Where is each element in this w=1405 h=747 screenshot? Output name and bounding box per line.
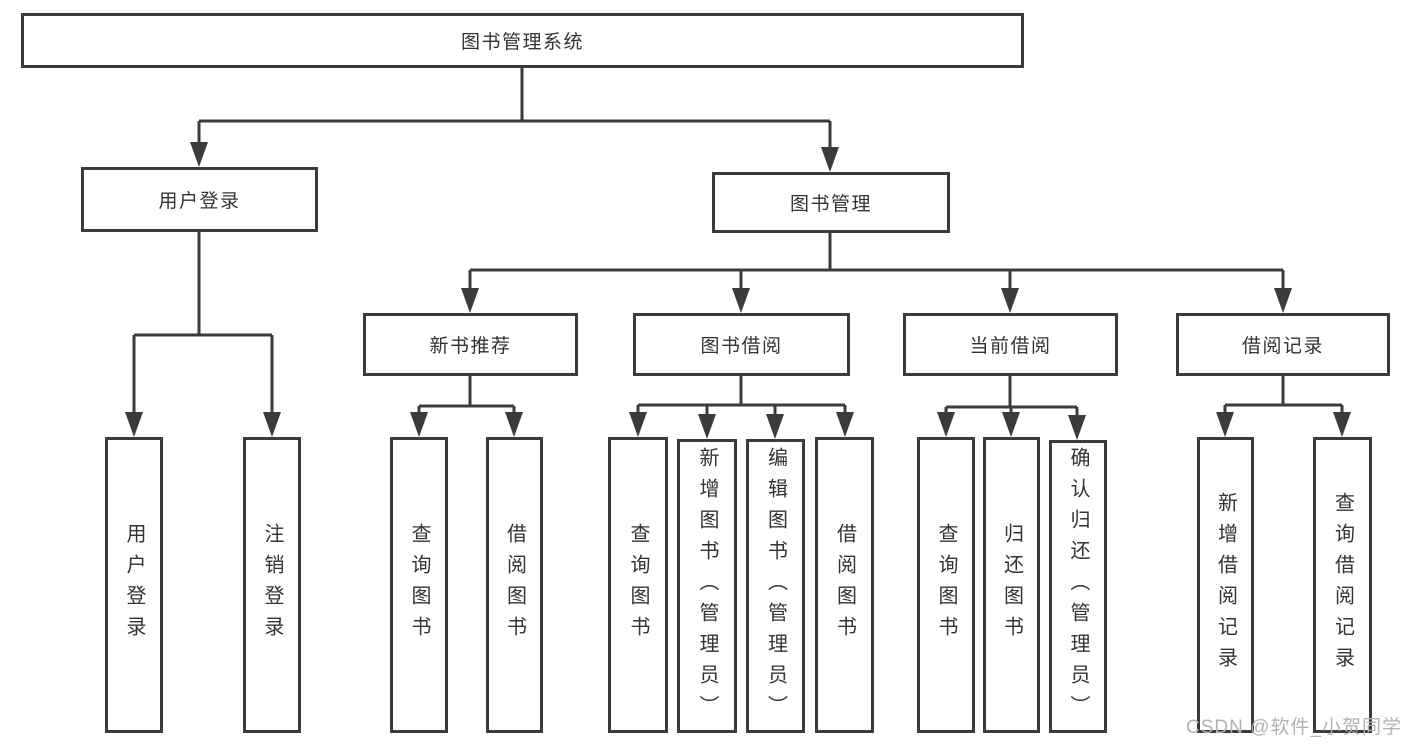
node-label: 用户登录 bbox=[123, 523, 145, 647]
leaf-add-borrow-record: 新增借阅记录 bbox=[1197, 437, 1254, 733]
node-label: 查询图书 bbox=[935, 523, 957, 647]
node-label: 归还图书 bbox=[1000, 523, 1023, 647]
node-label: 当前借阅 bbox=[969, 336, 1052, 357]
node-label: 借阅记录 bbox=[1241, 336, 1324, 357]
node-label: 确认归还（管理员） bbox=[1067, 447, 1089, 726]
node-label: 新增图书（管理员） bbox=[696, 446, 718, 726]
node-root: 图书管理系统 bbox=[21, 13, 1024, 68]
connector-user-login-to-leaves bbox=[125, 232, 281, 437]
node-label: 注销登录 bbox=[261, 523, 283, 647]
node-label: 图书借阅 bbox=[700, 336, 783, 357]
leaf-add-books-admin: 新增图书（管理员） bbox=[677, 439, 737, 733]
node-label: 图书管理系统 bbox=[460, 32, 584, 53]
node-label: 编辑图书（管理员） bbox=[764, 446, 787, 726]
leaf-query-borrow-record: 查询借阅记录 bbox=[1313, 437, 1372, 733]
node-label: 新书推荐 bbox=[429, 336, 512, 357]
leaf-borrow-books-rec: 借阅图书 bbox=[486, 437, 543, 733]
leaf-query-books-rec: 查询图书 bbox=[390, 437, 448, 733]
connector-new-book-rec-to-leaves bbox=[410, 376, 523, 437]
node-borrow-record: 借阅记录 bbox=[1176, 313, 1390, 376]
leaf-user-login: 用户登录 bbox=[105, 437, 163, 733]
leaf-edit-books-admin: 编辑图书（管理员） bbox=[746, 439, 805, 733]
connector-root-to-branches bbox=[190, 68, 839, 172]
leaf-return-books: 归还图书 bbox=[983, 437, 1040, 733]
leaf-confirm-return-admin: 确认归还（管理员） bbox=[1049, 440, 1107, 733]
node-label: 查询图书 bbox=[627, 523, 649, 647]
connector-book-borrow-to-leaves bbox=[629, 376, 854, 439]
leaf-borrow-books: 借阅图书 bbox=[815, 437, 874, 733]
node-label: 借阅图书 bbox=[833, 523, 856, 647]
csdn-watermark: CSDN @软件_小贺同学 bbox=[1186, 717, 1402, 738]
connector-book-mgmt-to-sections bbox=[461, 233, 1292, 313]
node-label: 用户登录 bbox=[158, 191, 241, 212]
leaf-query-books-borrow: 查询图书 bbox=[608, 437, 668, 733]
node-label: 借阅图书 bbox=[503, 523, 526, 647]
connector-current-borrow-to-leaves bbox=[937, 376, 1086, 440]
leaf-query-books-current: 查询图书 bbox=[917, 437, 975, 733]
node-label: 查询借阅记录 bbox=[1331, 492, 1354, 678]
leaf-logout: 注销登录 bbox=[243, 437, 301, 733]
connector-borrow-record-to-leaves bbox=[1216, 376, 1351, 437]
node-label: 新增借阅记录 bbox=[1214, 492, 1237, 678]
node-label: 查询图书 bbox=[408, 523, 430, 647]
node-new-book-rec: 新书推荐 bbox=[363, 313, 578, 376]
node-current-borrow: 当前借阅 bbox=[903, 313, 1118, 376]
node-book-mgmt: 图书管理 bbox=[712, 172, 950, 233]
node-user-login: 用户登录 bbox=[81, 167, 318, 232]
node-book-borrow: 图书借阅 bbox=[633, 313, 850, 376]
node-label: 图书管理 bbox=[789, 194, 872, 215]
